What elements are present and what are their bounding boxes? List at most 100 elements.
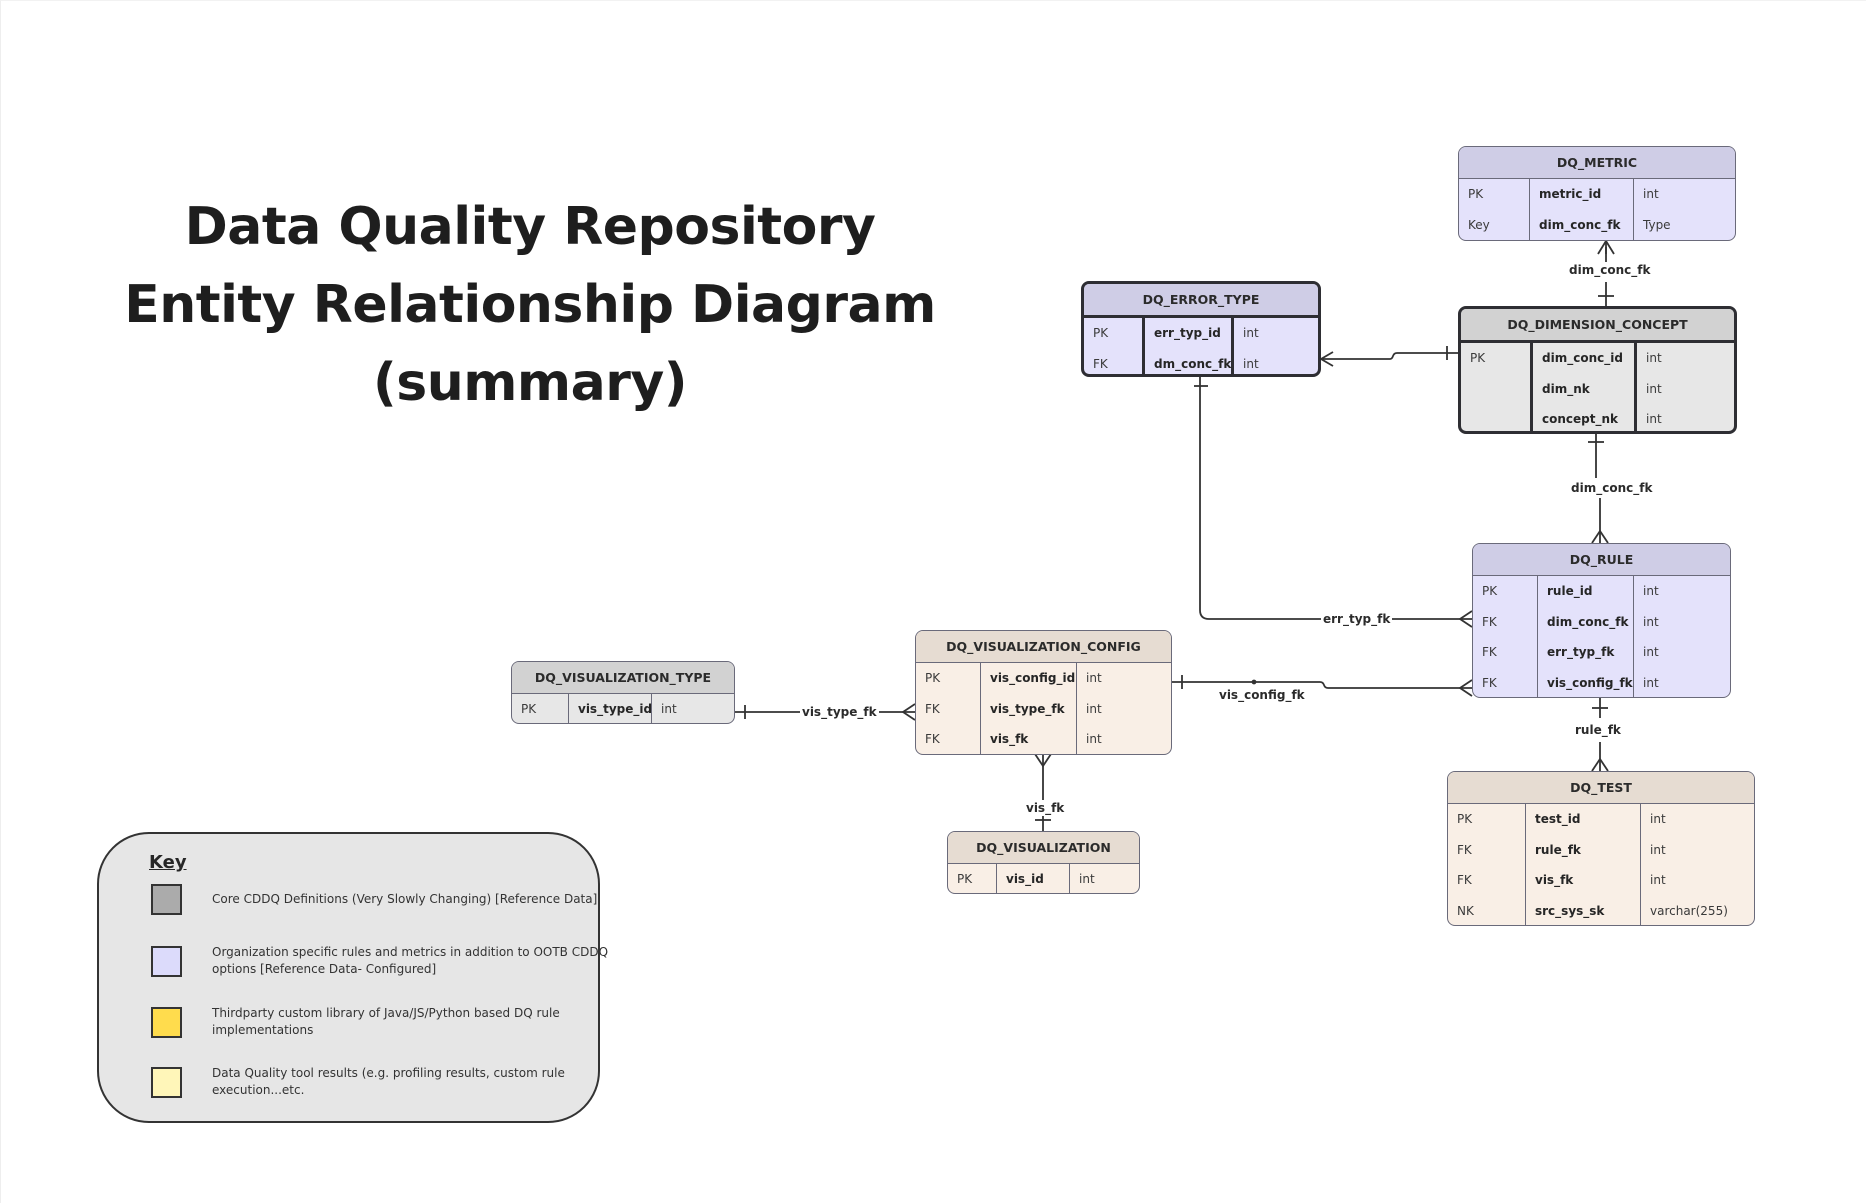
field-name: test_id (1525, 804, 1640, 835)
legend-item-core: Core CDDQ Definitions (Very Slowly Chang… (151, 884, 632, 915)
entity-title: DQ_ERROR_TYPE (1084, 284, 1318, 318)
field-type: int (651, 694, 734, 723)
entity-dq-dimension-concept[interactable]: DQ_DIMENSION_CONCEPT PK dim_conc_id int … (1458, 306, 1737, 434)
key-cell (1461, 374, 1530, 405)
key-cell: FK (1093, 356, 1108, 371)
entity-dq-visualization-type[interactable]: DQ_VISUALIZATION_TYPE PK vis_type_id int (511, 661, 735, 724)
field-type: int (1640, 834, 1754, 865)
key-cell: FK (1482, 645, 1497, 659)
field-name: src_sys_sk (1525, 895, 1640, 925)
legend-item-thirdparty: Thirdparty custom library of Java/JS/Pyt… (151, 1005, 632, 1039)
field-name: err_typ_fk (1537, 637, 1633, 668)
legend-item-results: Data Quality tool results (e.g. profilin… (151, 1065, 632, 1099)
label-rule-dim-conc-fk: dim_conc_fk (1569, 481, 1655, 495)
key-cell (1461, 404, 1530, 431)
legend-swatch-gray (151, 884, 182, 915)
field-name: vis_config_id (980, 663, 1076, 694)
field-name: dim_conc_id (1530, 343, 1634, 374)
connector-metric-dimension[interactable] (1597, 239, 1615, 307)
entity-dq-visualization-config[interactable]: DQ_VISUALIZATION_CONFIG PK vis_config_id… (915, 630, 1172, 755)
connector-dimension-rule[interactable] (1588, 434, 1609, 544)
field-name: concept_nk (1530, 404, 1634, 431)
entity-title: DQ_TEST (1448, 772, 1754, 804)
legend-text: Data Quality tool results (e.g. profilin… (212, 1066, 565, 1097)
legend-title: Key (149, 852, 187, 873)
label-vis-type-fk: vis_type_fk (800, 705, 879, 719)
entity-dq-rule[interactable]: DQ_RULE PK rule_id int FK dim_conc_fk in… (1472, 543, 1731, 698)
field-type: Type (1633, 209, 1735, 240)
key-cell: PK (1093, 326, 1109, 340)
key-cell: NK (1457, 903, 1474, 918)
entity-title: DQ_DIMENSION_CONCEPT (1461, 309, 1734, 343)
entity-dq-visualization[interactable]: DQ_VISUALIZATION PK vis_id int (947, 831, 1140, 894)
field-name: vis_config_fk (1537, 667, 1633, 697)
field-type: int (1231, 348, 1318, 374)
label-vis-fk: vis_fk (1024, 801, 1067, 815)
legend-item-org: Organization specific rules and metrics … (151, 944, 632, 978)
field-name: dim_nk (1530, 373, 1634, 404)
title-line-2: Entity Relationship Diagram (124, 275, 936, 335)
field-name: vis_type_fk (980, 693, 1076, 724)
field-name: vis_fk (980, 724, 1076, 754)
field-type: int (1633, 606, 1730, 637)
field-type: int (1633, 576, 1730, 607)
field-type: int (1076, 724, 1171, 754)
connector-errortype-rule[interactable] (1194, 376, 1473, 628)
field-type: int (1633, 637, 1730, 668)
key-cell: FK (1482, 675, 1497, 690)
field-name: dim_conc_fk (1537, 606, 1633, 637)
key-cell: FK (1482, 614, 1497, 629)
field-name: rule_id (1537, 576, 1633, 607)
connector-rule-test[interactable] (1591, 697, 1609, 772)
field-type: int (1231, 318, 1318, 349)
field-name: vis_fk (1525, 865, 1640, 896)
field-type: int (1634, 373, 1734, 404)
key-cell: PK (1457, 812, 1473, 826)
field-type: int (1633, 179, 1735, 210)
field-name: vis_id (996, 864, 1069, 893)
legend-text: Core CDDQ Definitions (Very Slowly Chang… (212, 892, 598, 906)
field-type: int (1640, 804, 1754, 835)
key-cell: PK (1468, 187, 1484, 201)
label-vis-config-fk: vis_config_fk (1217, 688, 1307, 702)
field-name: rule_fk (1525, 834, 1640, 865)
entity-title: DQ_VISUALIZATION_CONFIG (916, 631, 1171, 663)
connector-errortype-dimension[interactable] (1319, 346, 1458, 367)
field-type: varchar(255) (1640, 895, 1754, 925)
key-cell: FK (925, 701, 940, 716)
connector-visconfig-rule[interactable] (1171, 675, 1473, 697)
legend-swatch-yellow (151, 1006, 182, 1038)
legend-key: Key Core CDDQ Definitions (Very Slowly C… (97, 832, 608, 1123)
field-type: int (1069, 864, 1139, 893)
entity-dq-metric[interactable]: DQ_METRIC PK metric_id int Key dim_conc_… (1458, 146, 1736, 241)
connector-vis-visconfig[interactable] (1034, 753, 1052, 831)
key-cell: FK (925, 732, 940, 746)
title-line-3: (summary) (373, 353, 688, 413)
connector-vistype-visconfig[interactable] (734, 703, 916, 721)
label-err-typ-fk: err_typ_fk (1321, 612, 1393, 626)
diagram-title: Data Quality Repository Entity Relations… (120, 188, 940, 422)
entity-title: DQ_METRIC (1459, 147, 1735, 179)
field-name: metric_id (1529, 179, 1633, 210)
entity-title: DQ_VISUALIZATION (948, 832, 1139, 864)
key-cell: PK (925, 671, 941, 685)
entity-dq-error-type[interactable]: DQ_ERROR_TYPE PK err_typ_id int FK dm_co… (1081, 281, 1321, 377)
key-cell: FK (1457, 842, 1472, 857)
field-type: int (1634, 404, 1734, 431)
field-name: err_typ_id (1142, 318, 1231, 349)
title-line-1: Data Quality Repository (184, 197, 876, 257)
entity-dq-test[interactable]: DQ_TEST PK test_id int FK rule_fk int FK… (1447, 771, 1755, 926)
legend-text: Thirdparty custom library of Java/JS/Pyt… (212, 1006, 560, 1037)
field-type: int (1634, 343, 1734, 374)
key-cell: PK (957, 872, 973, 886)
key-cell: FK (1457, 873, 1472, 887)
key-cell: PK (521, 702, 537, 716)
key-cell: PK (1470, 351, 1486, 365)
entity-title: DQ_RULE (1473, 544, 1730, 576)
key-cell: PK (1482, 584, 1498, 598)
entity-title: DQ_VISUALIZATION_TYPE (512, 662, 734, 694)
field-name: dim_conc_fk (1529, 209, 1633, 240)
label-rule-fk: rule_fk (1573, 723, 1623, 737)
